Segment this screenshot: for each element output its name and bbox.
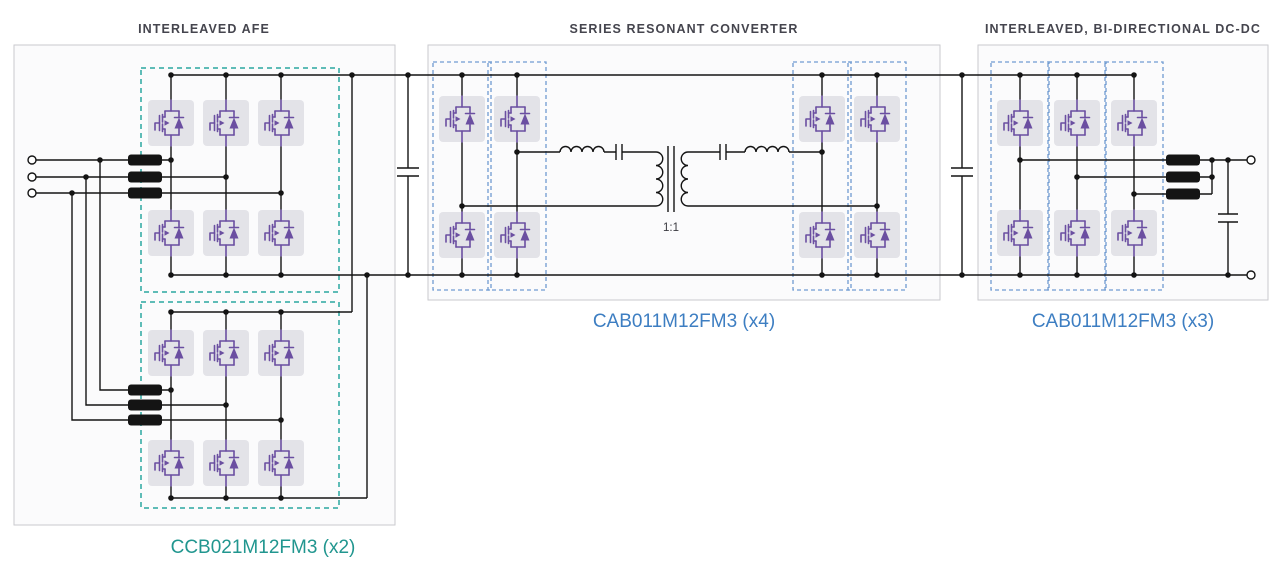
transformer xyxy=(655,146,689,212)
mosfet-module xyxy=(202,99,250,147)
mosfet-module xyxy=(147,99,195,147)
mosfet-module xyxy=(493,211,541,259)
src-module-box-2 xyxy=(487,61,547,291)
src-module-box-1 xyxy=(432,61,492,291)
input-terminal-phase-c xyxy=(27,188,37,198)
dcdc-module-box-2 xyxy=(1047,61,1107,291)
mosfet-module xyxy=(257,99,305,147)
src-wiring xyxy=(461,75,878,275)
mosfet-module xyxy=(147,439,195,487)
mosfet-module xyxy=(257,209,305,257)
boost-inductor xyxy=(128,414,162,426)
dcdc-title: INTERLEAVED, BI-DIRECTIONAL DC-DC xyxy=(985,22,1261,36)
filter-inductor xyxy=(1166,171,1200,183)
mosfet-module xyxy=(853,95,901,143)
src-outline-box xyxy=(427,44,941,301)
dcdc-module-box-1 xyxy=(990,61,1050,291)
mosfet-module xyxy=(147,329,195,377)
dcdc-outline-box xyxy=(977,44,1269,301)
dcdc-module-box-3 xyxy=(1104,61,1164,291)
input-terminal-phase-a xyxy=(27,155,37,165)
junction-dots xyxy=(69,72,1231,501)
filter-inductor xyxy=(1166,154,1200,166)
boost-inductor xyxy=(128,384,162,396)
boost-inductor xyxy=(128,171,162,183)
transformer-core xyxy=(667,146,675,212)
afe-title: INTERLEAVED AFE xyxy=(138,22,270,36)
mosfet-module xyxy=(996,99,1044,147)
terminals xyxy=(27,155,1256,280)
mosfet-module xyxy=(798,211,846,259)
input-terminal-phase-b xyxy=(27,172,37,182)
mosfet-module xyxy=(202,209,250,257)
mosfet-module xyxy=(257,329,305,377)
dc-link-capacitor-2 xyxy=(951,75,973,275)
mosfet-module xyxy=(1110,99,1158,147)
output-terminal-negative xyxy=(1246,270,1256,280)
mosfet-module xyxy=(438,95,486,143)
output-terminal-positive xyxy=(1246,155,1256,165)
src-module-box-3 xyxy=(792,61,852,291)
mosfet-module xyxy=(1110,209,1158,257)
filter-inductor xyxy=(1166,188,1200,200)
src-title: SERIES RESONANT CONVERTER xyxy=(570,22,799,36)
output-capacitor xyxy=(1218,160,1238,275)
mosfet-module xyxy=(798,95,846,143)
afe-wiring xyxy=(36,75,368,499)
boost-inductor xyxy=(128,399,162,411)
mosfet-module xyxy=(147,209,195,257)
src-module-box-4 xyxy=(847,61,907,291)
src-part-label: CAB011M12FM3 (x4) xyxy=(593,311,775,332)
mosfet-module xyxy=(1053,99,1101,147)
dcdc-part-label: CAB011M12FM3 (x3) xyxy=(1032,311,1214,332)
dc-link-capacitor-1 xyxy=(397,75,419,275)
dcdc-wiring xyxy=(1019,75,1247,275)
afe-part-label: CCB021M12FM3 (x2) xyxy=(171,537,356,558)
mosfet-module xyxy=(202,439,250,487)
mosfet-module xyxy=(257,439,305,487)
mosfet-module xyxy=(493,95,541,143)
mosfet-module xyxy=(853,211,901,259)
resonant-inductor-right xyxy=(744,145,790,153)
boost-inductor xyxy=(128,187,162,199)
mosfet-module xyxy=(438,211,486,259)
boost-inductor xyxy=(128,154,162,166)
mosfet-module xyxy=(1053,209,1101,257)
mosfet-module xyxy=(996,209,1044,257)
resonant-inductor-left xyxy=(559,145,605,153)
mosfet-module xyxy=(202,329,250,377)
transformer-ratio-label: 1:1 xyxy=(663,222,679,234)
